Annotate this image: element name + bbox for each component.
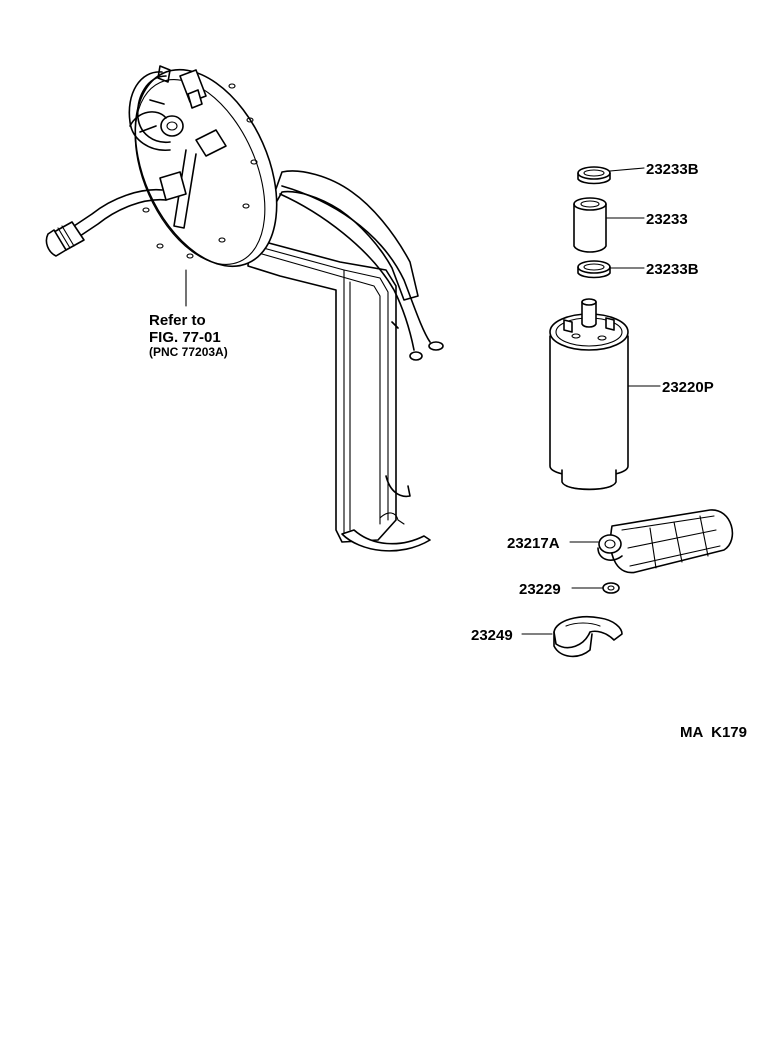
reference-line-2: FIG. 77-01	[149, 329, 221, 346]
clamp-bottom	[577, 260, 645, 279]
reference-line-1: Refer to	[149, 312, 206, 329]
label-23229: 23229	[519, 581, 561, 598]
clamp-top	[577, 166, 645, 185]
fuel-pump	[549, 298, 661, 491]
fuel-outlet-pipe	[45, 188, 167, 257]
pump-bracket	[247, 170, 431, 552]
label-23233: 23233	[646, 211, 688, 228]
hose	[573, 197, 645, 253]
figure-code: MA K179	[680, 724, 747, 741]
pump-cushion	[521, 616, 623, 658]
sender-gauge-plate	[128, 65, 278, 268]
wiring-harness	[279, 185, 444, 361]
label-23233b-top: 23233B	[646, 161, 699, 178]
label-23249: 23249	[471, 627, 513, 644]
fuel-strainer	[569, 509, 734, 574]
label-23217a: 23217A	[507, 535, 560, 552]
label-23233b-bottom: 23233B	[646, 261, 699, 278]
reference-line-3: (PNC 77203A)	[149, 345, 228, 359]
fuel-pump-bracket-assembly	[45, 65, 444, 552]
label-23220p: 23220P	[662, 379, 714, 396]
clip	[571, 582, 620, 594]
